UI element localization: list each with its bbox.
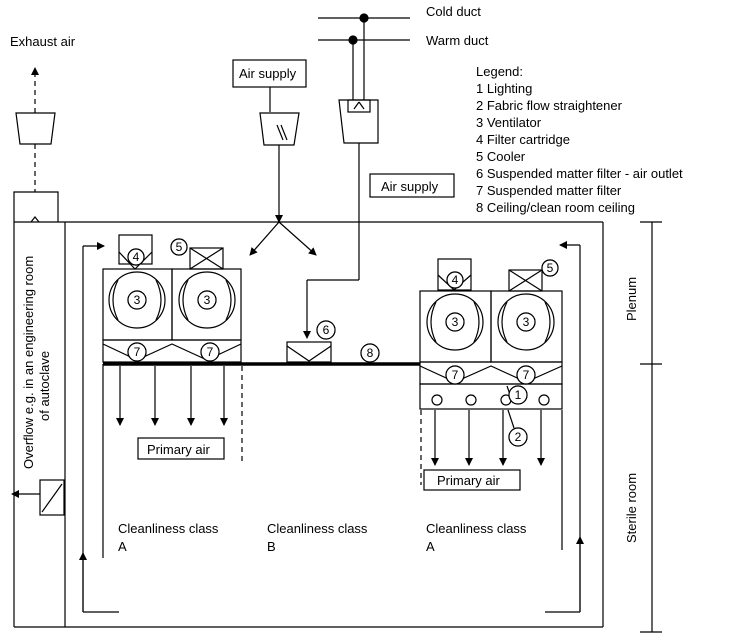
marker-2: 2 bbox=[515, 430, 522, 444]
marker-4-left: 4 bbox=[133, 250, 140, 264]
overflow-label-line2: of autoclave bbox=[37, 351, 52, 421]
legend-item: 1 Lighting bbox=[476, 81, 532, 96]
marker-6: 6 bbox=[323, 323, 330, 337]
overflow-damper bbox=[11, 479, 65, 516]
marker-1: 1 bbox=[515, 388, 522, 402]
marker-3-right-a: 3 bbox=[452, 315, 459, 329]
exhaust-air-label: Exhaust air bbox=[10, 34, 76, 49]
return-air-arrows bbox=[79, 241, 584, 613]
marker-3-right-b: 3 bbox=[523, 315, 530, 329]
legend-item: 8 Ceiling/clean room ceiling bbox=[476, 200, 635, 215]
air-supply-mid-box bbox=[369, 173, 455, 198]
legend-item: 6 Suspended matter filter - air outlet bbox=[476, 166, 683, 181]
zone-scale bbox=[640, 221, 662, 633]
zone-middle-grade: B bbox=[267, 539, 276, 554]
marker-7-left-b: 7 bbox=[207, 345, 214, 359]
zone-left-grade: A bbox=[118, 539, 127, 554]
duct-lines bbox=[318, 13, 410, 100]
marker-7-right-a: 7 bbox=[452, 368, 459, 382]
zone-right-class: Cleanliness class bbox=[426, 521, 527, 536]
plenum-label: Plenum bbox=[624, 277, 639, 321]
zone-left-class: Cleanliness class bbox=[118, 521, 219, 536]
number-markers bbox=[127, 238, 559, 447]
marker-3-left-b: 3 bbox=[204, 293, 211, 307]
legend-item: 2 Fabric flow straightener bbox=[476, 98, 623, 113]
air-supply-damper bbox=[232, 59, 317, 256]
marker-4-right: 4 bbox=[452, 273, 459, 287]
zone-right-grade: A bbox=[426, 539, 435, 554]
left-module-pair bbox=[102, 234, 243, 462]
zone-middle-class: Cleanliness class bbox=[267, 521, 368, 536]
right-module-pair bbox=[419, 258, 563, 491]
exhaust-air-unit bbox=[13, 67, 59, 223]
legend-item: 4 Filter cartridge bbox=[476, 132, 570, 147]
air-supply-mid-label: Air supply bbox=[381, 179, 439, 194]
primary-air-left-label: Primary air bbox=[147, 442, 211, 457]
room-outline bbox=[13, 221, 604, 628]
marker-3-left-a: 3 bbox=[134, 293, 141, 307]
legend: Legend: 1 Lighting 2 Fabric flow straigh… bbox=[476, 64, 683, 215]
legend-item: 3 Ventilator bbox=[476, 115, 542, 130]
air-outlet-filter bbox=[286, 341, 332, 363]
marker-7-right-b: 7 bbox=[523, 368, 530, 382]
legend-item: 5 Cooler bbox=[476, 149, 526, 164]
marker-8: 8 bbox=[367, 346, 374, 360]
warm-duct-label: Warm duct bbox=[426, 33, 489, 48]
air-supply-top-label: Air supply bbox=[239, 66, 297, 81]
cold-duct-label: Cold duct bbox=[426, 4, 481, 19]
marker-7-left-a: 7 bbox=[134, 345, 141, 359]
marker-5-left: 5 bbox=[176, 240, 183, 254]
marker-5-right: 5 bbox=[547, 261, 554, 275]
legend-title: Legend: bbox=[476, 64, 523, 79]
mixing-box bbox=[303, 99, 379, 339]
legend-item: 7 Suspended matter filter bbox=[476, 183, 622, 198]
overflow-label-line1: Overflow e.g. in an engineering room bbox=[21, 256, 36, 469]
primary-air-right-label: Primary air bbox=[437, 473, 501, 488]
sterile-room-label: Sterile room bbox=[624, 473, 639, 543]
